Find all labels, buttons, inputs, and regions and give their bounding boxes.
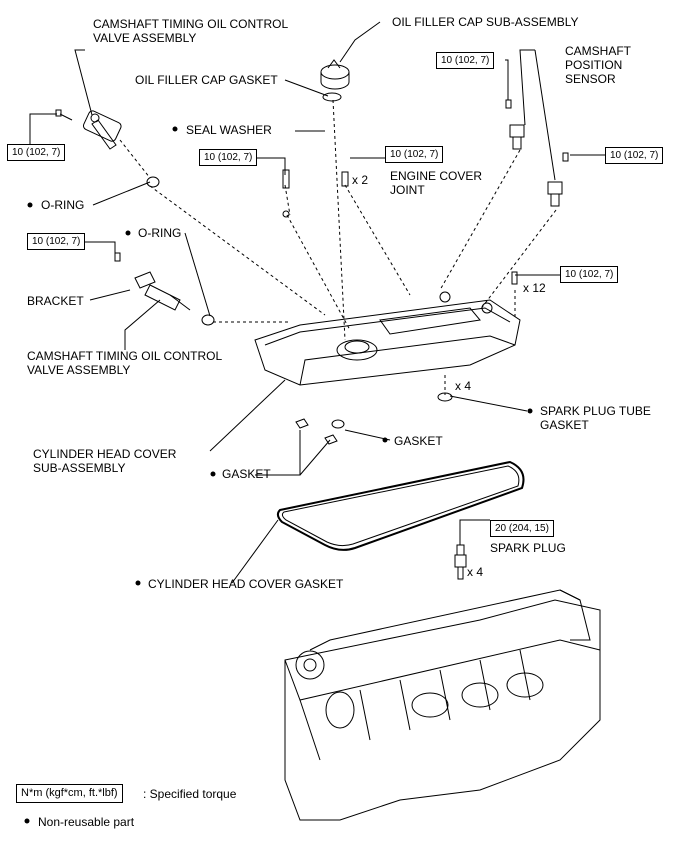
label-spark-plug-tube-gasket: SPARK PLUG TUBE GASKET — [540, 404, 651, 432]
cover-bolt-part — [511, 271, 518, 285]
small-gaskets-part — [295, 418, 345, 445]
label-cylinder-head-cover: CYLINDER HEAD COVER SUB-ASSEMBLY — [33, 447, 177, 475]
torque-box-seal-washer: 10 (102, 7) — [199, 149, 258, 166]
oil-filler-cap-part — [320, 59, 350, 90]
spark-plug-part — [454, 544, 467, 580]
qty-bolts: x 12 — [523, 281, 546, 295]
torque-box-spark-plug: 20 (204, 15) — [490, 520, 554, 537]
ocv-bolt-top — [55, 109, 73, 121]
torque-box-bracket: 10 (102, 7) — [27, 233, 86, 250]
oil-filler-gasket-part — [322, 92, 342, 102]
legend-nonreusable-desc: Non-reusable part — [38, 815, 135, 829]
legend-torque-box: N*m (kgf*cm, ft.*lbf) — [16, 784, 123, 803]
label-cam-sensor: CAMSHAFT POSITION SENSOR — [565, 44, 631, 86]
seal-washer-bolt — [282, 169, 290, 218]
label-oil-filler-cap: OIL FILLER CAP SUB-ASSEMBLY — [392, 15, 579, 29]
torque-box-cover-bolts: 10 (102, 7) — [560, 266, 619, 283]
leader-lines — [27, 21, 605, 584]
bullet-markers — [24, 126, 533, 824]
label-head-cover-gasket: CYLINDER HEAD COVER GASKET — [148, 577, 344, 591]
label-spark-plug: SPARK PLUG — [490, 541, 566, 555]
o-ring-2-part — [201, 314, 215, 326]
label-ocv-top: CAMSHAFT TIMING OIL CONTROL VALVE ASSEMB… — [93, 17, 289, 45]
qty-tube-gasket: x 4 — [455, 379, 472, 393]
spark-plug-tube-gasket-part — [437, 392, 453, 402]
assembly-lines — [119, 99, 557, 395]
qty-joint: x 2 — [352, 173, 369, 187]
ocv-top-part — [82, 110, 122, 150]
label-engine-cover-joint: ENGINE COVER JOINT — [390, 169, 483, 197]
label-o-ring-1: O-RING — [41, 198, 85, 212]
label-gasket-1: GASKET — [394, 434, 443, 448]
cam-sensor-2-part — [547, 152, 569, 207]
head-cover-gasket-part — [276, 460, 525, 551]
head-cover-gasket-inner — [281, 465, 520, 547]
torque-box-cam-sensor-2: 10 (102, 7) — [605, 147, 664, 164]
engine-block-part — [284, 589, 601, 821]
torque-box-joint: 10 (102, 7) — [385, 146, 444, 163]
ocv-bottom-part — [114, 252, 191, 311]
label-ocv-bottom: CAMSHAFT TIMING OIL CONTROL VALVE ASSEMB… — [27, 349, 223, 377]
o-ring-1-part — [146, 176, 160, 188]
joint-part — [341, 171, 349, 187]
torque-box-ocv-top: 10 (102, 7) — [7, 144, 66, 161]
qty-spark-plug: x 4 — [467, 565, 484, 579]
cylinder-head-cover-part — [254, 291, 521, 386]
torque-box-cam-sensor-1: 10 (102, 7) — [436, 52, 495, 69]
label-gasket-2: GASKET — [222, 467, 271, 481]
label-oil-filler-gasket: OIL FILLER CAP GASKET — [135, 73, 278, 87]
label-o-ring-2: O-RING — [138, 226, 182, 240]
label-seal-washer: SEAL WASHER — [186, 123, 272, 137]
label-bracket: BRACKET — [27, 294, 84, 308]
cam-sensor-1-part — [505, 99, 525, 150]
legend-torque-desc: : Specified torque — [143, 787, 237, 801]
